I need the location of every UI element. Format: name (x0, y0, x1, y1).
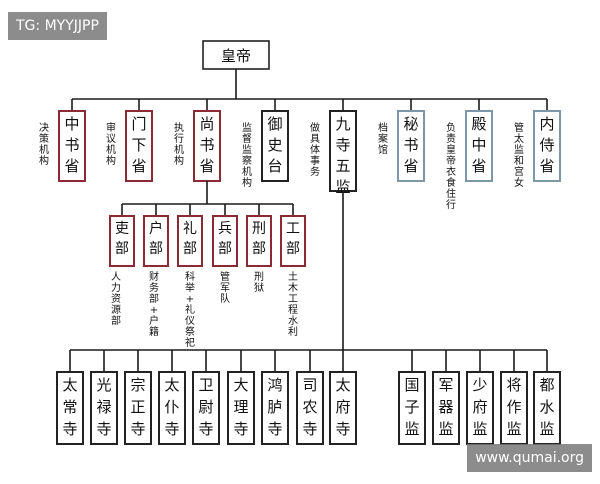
court-name: 卫尉寺 (198, 376, 213, 438)
level1-note: 负责皇帝衣食住行 (446, 121, 456, 211)
level1-note: 管太监和宫女 (514, 121, 524, 189)
court-name: 大理寺 (233, 376, 248, 438)
directorate-name: 将作监 (506, 376, 521, 438)
level1-name: 御史台 (267, 115, 282, 175)
court-name: 太常寺 (62, 376, 77, 438)
watermark-top: TG: MYYJJPP (8, 12, 107, 40)
ministry-note: 管军队 (220, 270, 230, 305)
court-name: 鸿胪寺 (267, 376, 282, 438)
level1-name: 门下省 (131, 115, 146, 175)
level1-name: 秘书省 (403, 115, 418, 175)
ministry-note: 人力资源部 (111, 271, 121, 327)
level1-note: 监督监察机构 (242, 121, 252, 189)
level1-note: 执行机构 (174, 121, 184, 167)
level1-note: 审议机构 (106, 121, 116, 167)
level1-name: 尚书省 (199, 115, 214, 175)
court-name: 太仆寺 (164, 376, 179, 438)
directorate-name: 军器监 (438, 376, 453, 438)
level1-name: 中书省 (64, 115, 79, 175)
court-name: 光禄寺 (96, 376, 111, 438)
root-label: 皇帝 (221, 47, 251, 65)
directorate-name: 少府监 (472, 376, 487, 438)
court-name: 太府寺 (335, 376, 350, 438)
ministry-note: 土木工程水利 (288, 270, 298, 338)
ministry-note: 财务部+户籍 (149, 270, 159, 338)
court-name: 宗正寺 (130, 376, 145, 438)
level1-note: 做具体事务 (310, 121, 320, 178)
watermark-bottom: www.qumai.org (467, 444, 592, 472)
court-name: 司农寺 (302, 376, 317, 438)
level1-name: 殿中省 (471, 115, 486, 175)
directorate-name: 都水监 (539, 376, 554, 438)
ministry-note: 科举+礼仪祭祀 (185, 270, 195, 349)
directorate-name: 国子监 (404, 376, 419, 438)
level1-note: 决策机构 (39, 122, 49, 167)
level1-name: 内侍省 (539, 115, 554, 175)
level1-note: 档案馆 (378, 121, 388, 156)
ministry-note: 刑狱 (254, 270, 264, 294)
